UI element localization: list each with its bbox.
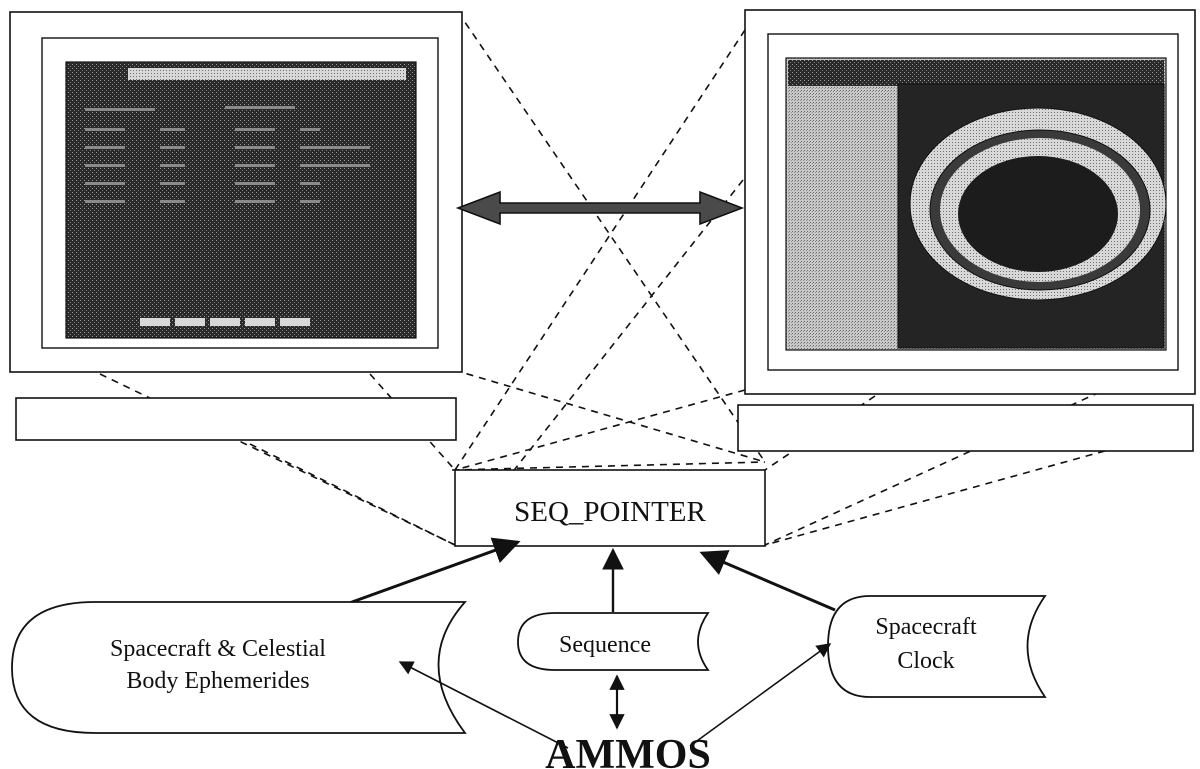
clock-to-seq-arrow: [699, 550, 836, 612]
ephemerides-label-line1: Spacecraft & Celestial: [110, 636, 326, 662]
right-screen-panel: [792, 92, 894, 346]
left-monitor: [9, 11, 463, 441]
right-screen-titlebar: [788, 60, 1164, 86]
ephemerides-label-line2: Body Ephemerides: [126, 668, 309, 694]
ammos-to-clock-arrow: [689, 643, 832, 747]
sequence-label: Sequence: [559, 632, 651, 658]
left-screen-text-rows: [85, 106, 370, 203]
clock-label-line2: Clock: [897, 648, 954, 674]
planet-body: [958, 156, 1118, 272]
ephemerides-storage: Spacecraft & Celestial Body Ephemerides: [11, 601, 467, 734]
ammos-label: AMMOS: [545, 732, 711, 769]
seq-pointer-label: SEQ_POINTER: [514, 496, 706, 528]
clock-label-line1: Spacecraft: [875, 614, 977, 640]
ammos-arrows: [398, 643, 832, 749]
sequence-storage: Sequence: [517, 612, 710, 671]
clock-storage: Spacecraft Clock: [827, 595, 1047, 698]
ephemerides-to-seq-arrow: [329, 537, 521, 612]
input-arrows: [329, 537, 836, 612]
ammos-to-ephemerides-arrow: [398, 661, 569, 749]
right-monitor: [737, 9, 1196, 452]
monitors-link-arrow: [455, 190, 745, 226]
right-keyboard: [737, 404, 1194, 452]
left-screen-titlebar: [128, 68, 406, 80]
left-screen-button-row: [140, 318, 310, 326]
left-keyboard: [15, 397, 457, 441]
seq-pointer-box: SEQ_POINTER: [454, 469, 766, 547]
